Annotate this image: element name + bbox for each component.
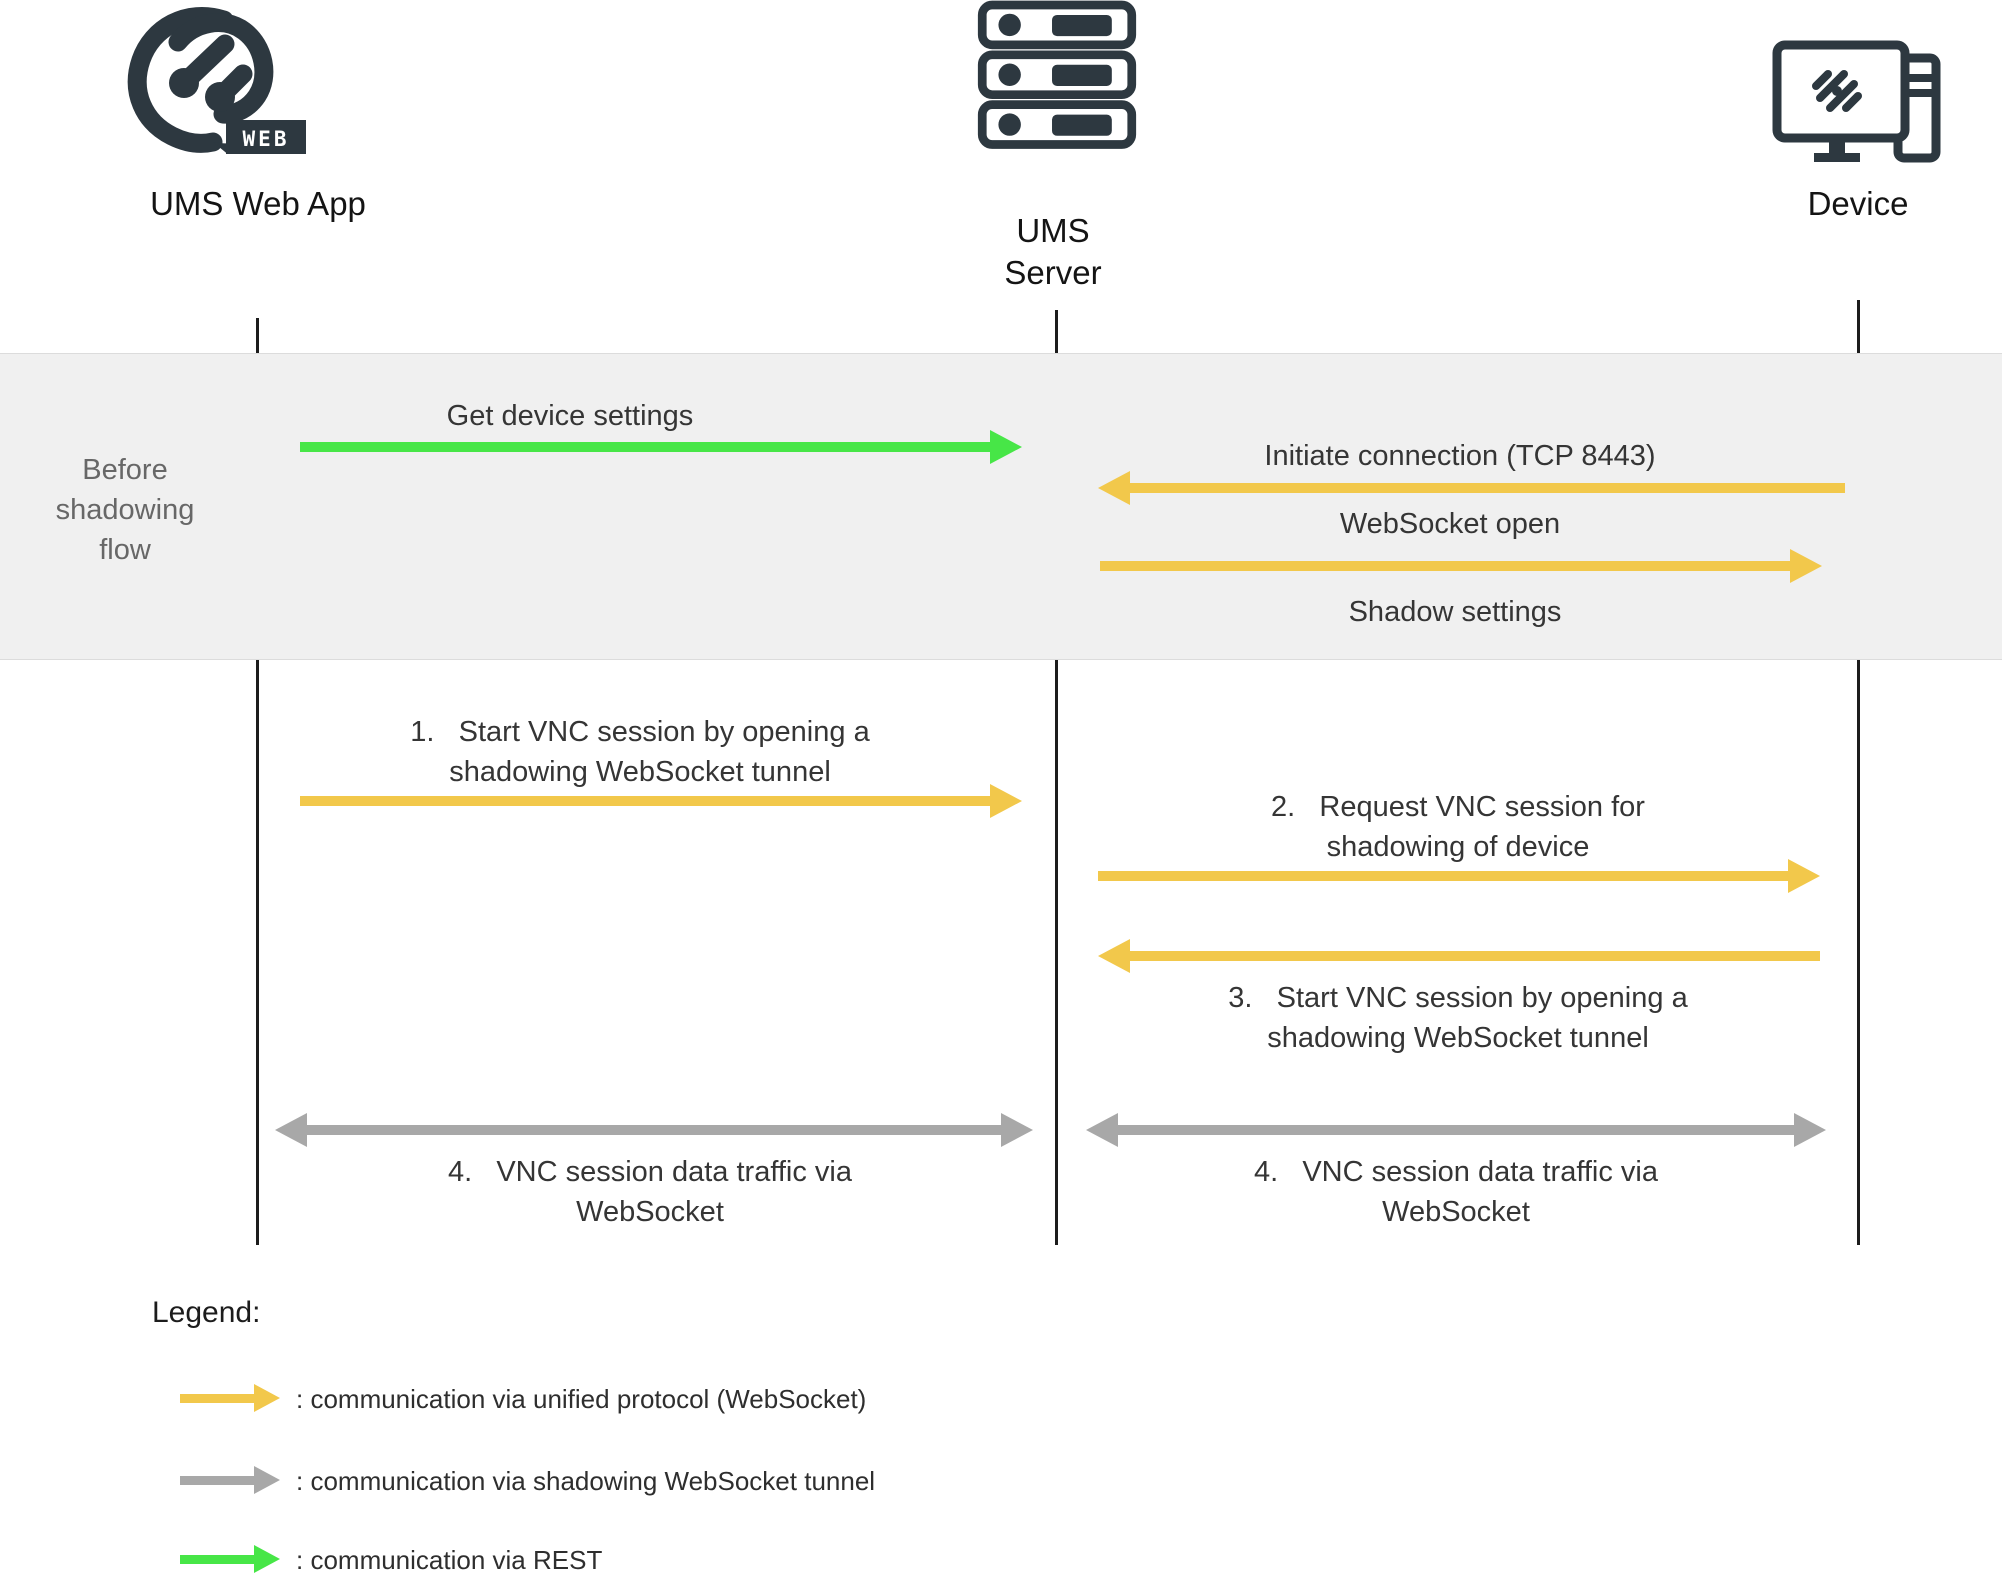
message-initiate-connection: Initiate connection (TCP 8443) [1264, 440, 1656, 472]
arrow-shaft [180, 1393, 254, 1403]
message-step3-line1: 3. Start VNC session by opening a [1228, 982, 1688, 1014]
legend-shadow-tunnel-label: : communication via shadowing WebSocket … [296, 1466, 876, 1496]
message-step3: 3. Start VNC session by opening a shadow… [1158, 978, 1758, 1058]
actor-label-ums-server: UMS Server [953, 210, 1153, 294]
message-websocket-open: WebSocket open [1339, 508, 1561, 540]
legend-unified-protocol-label: : communication via unified protocol (We… [296, 1384, 867, 1414]
arrow-shaft [180, 1475, 254, 1485]
arrowhead-left [275, 1113, 307, 1147]
legend-shadow-tunnel-arrow [180, 1465, 280, 1495]
arrowhead-right [254, 1545, 280, 1573]
before-shadowing-band-label: Before shadowing flow [55, 454, 195, 566]
message-step4-left: 4. VNC session data traffic via WebSocke… [350, 1152, 950, 1232]
initiate-connection-arrow [1098, 470, 1845, 506]
arrowhead-right [1788, 859, 1820, 893]
step2-arrow [1098, 858, 1820, 894]
actor-label-device: Device [1807, 185, 1909, 222]
message-step3-line2: shadowing WebSocket tunnel [1267, 1022, 1649, 1054]
arrow-shaft [1130, 951, 1820, 961]
legend-rest-arrow [180, 1544, 280, 1574]
web-badge-text: WEB [243, 127, 290, 151]
message-step2-line1: 2. Request VNC session for [1271, 791, 1645, 823]
message-step1-line2: shadowing WebSocket tunnel [449, 756, 831, 788]
arrow-shaft [307, 1125, 1001, 1135]
get-device-settings-arrow [300, 429, 1022, 465]
arrowhead-right [990, 430, 1022, 464]
arrowhead-right [254, 1384, 280, 1412]
legend-unified-protocol-arrow [180, 1383, 280, 1413]
ums-web-logo-icon: WEB [126, 4, 346, 156]
legend-title: Legend: [152, 1296, 261, 1329]
lifeline-ums-web-app [256, 318, 259, 1245]
before-shadowing-band [0, 353, 2002, 660]
message-step2: 2. Request VNC session for shadowing of … [1158, 787, 1758, 867]
message-step4-right-line1: 4. VNC session data traffic via [1253, 1156, 1659, 1188]
step4-left-arrow [275, 1112, 1033, 1148]
websocket-open-arrow [1100, 548, 1822, 584]
step4-right-arrow [1086, 1112, 1826, 1148]
arrowhead-left [1098, 939, 1130, 973]
arrowhead-right [1794, 1113, 1826, 1147]
message-step1: 1. Start VNC session by opening a shadow… [340, 712, 940, 792]
step3-arrow [1098, 938, 1820, 974]
step1-arrow [300, 783, 1022, 819]
server-rack-icon [962, 0, 1152, 152]
arrowhead-left [1098, 471, 1130, 505]
arrow-shaft [180, 1554, 254, 1564]
arrow-shaft [1130, 483, 1845, 493]
arrow-shaft [300, 796, 990, 806]
arrowhead-right [254, 1466, 280, 1494]
message-step4-left-line2: WebSocket [576, 1196, 724, 1228]
arrowhead-right [1790, 549, 1822, 583]
message-step4-left-line1: 4. VNC session data traffic via [447, 1156, 853, 1188]
arrow-shaft [1100, 561, 1790, 571]
actor-label-ums-server-line2: Server [1004, 254, 1102, 291]
arrowhead-right [990, 784, 1022, 818]
arrowhead-right [1001, 1113, 1033, 1147]
message-step4-right-line2: WebSocket [1382, 1196, 1530, 1228]
arrowhead-left [1086, 1113, 1118, 1147]
message-step1-line1: 1. Start VNC session by opening a [410, 716, 870, 748]
legend-rest-label: : communication via REST [296, 1545, 603, 1575]
device-icon [1768, 38, 1948, 168]
actor-label-ums-server-line1: UMS [1016, 212, 1090, 249]
actor-label-ums-web-app: UMS Web App [150, 185, 366, 222]
message-step4-right: 4. VNC session data traffic via WebSocke… [1156, 1152, 1756, 1232]
arrow-shaft [300, 442, 990, 452]
lifeline-device [1857, 300, 1860, 1245]
message-get-device-settings: Get device settings [446, 400, 694, 432]
message-step2-line2: shadowing of device [1326, 831, 1590, 863]
arrow-shaft [1118, 1125, 1794, 1135]
device-screen-logo [1812, 70, 1862, 112]
arrow-shaft [1098, 871, 1788, 881]
message-shadow-settings: Shadow settings [1348, 596, 1562, 628]
lifeline-ums-server [1055, 310, 1058, 1245]
